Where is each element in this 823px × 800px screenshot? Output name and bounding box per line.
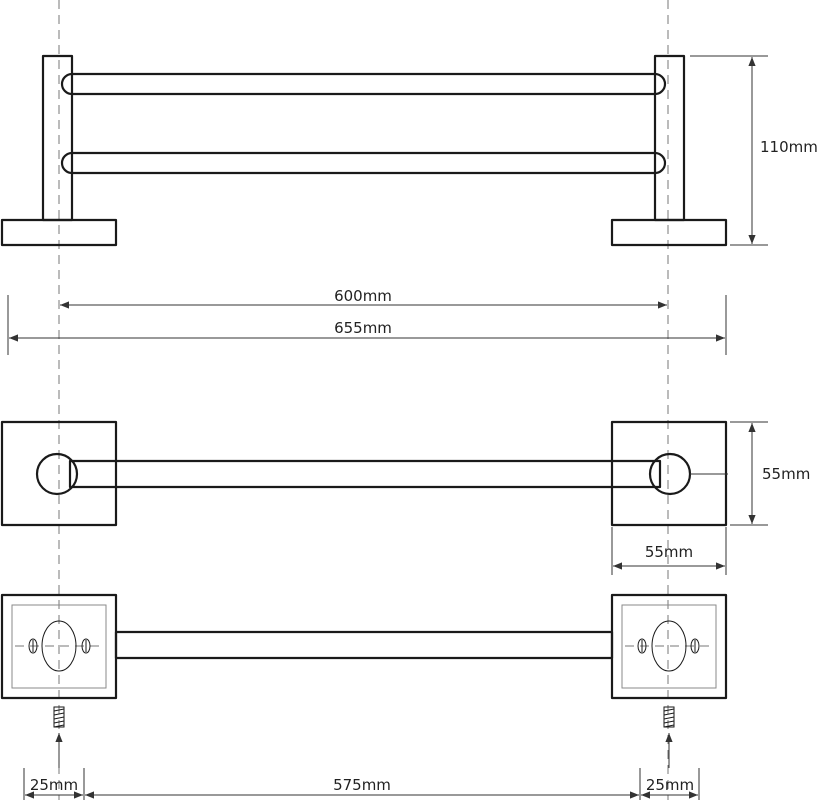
dimension-plate-height: 55mm — [690, 421, 810, 526]
dimension-length-655: 655mm — [7, 295, 727, 355]
front-view — [0, 54, 728, 247]
right-post-top — [648, 452, 692, 496]
left-post — [0, 54, 118, 247]
inner-length-label: 600mm — [334, 287, 392, 305]
dimension-bottom-row: 25mm 575mm 25mm — [23, 768, 700, 800]
dimension-length-600: 600mm — [60, 287, 667, 309]
rear-view — [0, 593, 728, 768]
top-bar — [68, 459, 662, 489]
right-screw-icon — [663, 706, 675, 728]
left-post-top — [35, 452, 79, 496]
offset-left-label: 25mm — [30, 776, 78, 794]
plate-height-label: 55mm — [762, 465, 810, 483]
lower-bar — [60, 151, 667, 175]
height-label: 110mm — [760, 138, 818, 156]
screw-spacing-label: 575mm — [333, 776, 391, 794]
left-wall-plate — [0, 420, 118, 527]
left-screw-icon — [53, 706, 65, 728]
offset-right-label: 25mm — [646, 776, 694, 794]
right-post — [610, 54, 728, 247]
overall-length-label: 655mm — [334, 319, 392, 337]
right-mounting-plate — [610, 593, 728, 700]
left-mounting-plate — [0, 593, 118, 700]
top-view — [0, 420, 728, 527]
upper-bar — [60, 72, 667, 96]
rear-bar — [114, 630, 614, 660]
plate-width-label: 55mm — [645, 543, 693, 561]
dimension-height-110: 110mm — [690, 55, 818, 246]
dimension-plate-width: 55mm — [611, 527, 727, 575]
